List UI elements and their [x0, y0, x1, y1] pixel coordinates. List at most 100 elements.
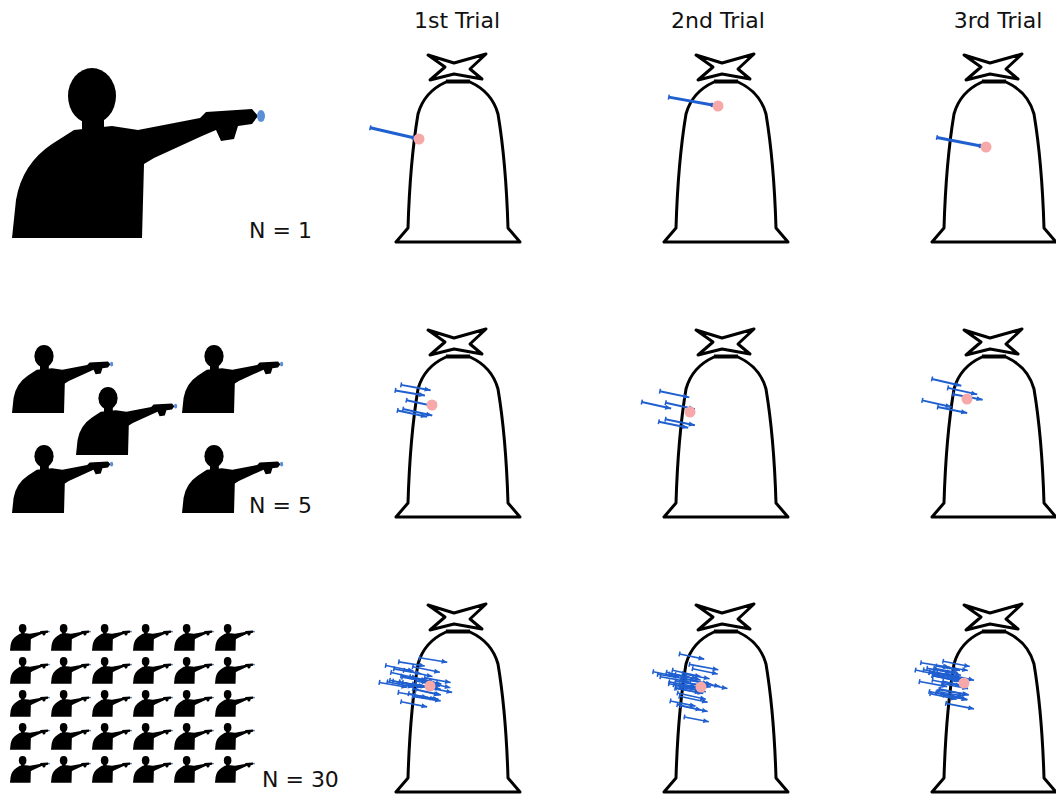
shooters [10, 68, 283, 783]
shooter-silhouette [10, 690, 50, 717]
dart-tip [426, 673, 432, 678]
dart-fletch [418, 655, 420, 660]
shooter-silhouette [10, 756, 50, 783]
target-dot [713, 101, 724, 112]
dart-fletch [400, 382, 402, 387]
shooter-silhouette [215, 690, 255, 717]
dart-fletch [918, 679, 920, 684]
bag-knot [428, 329, 486, 356]
dart-fletch [943, 664, 945, 669]
shooter-silhouette [174, 657, 214, 684]
dart-fletch [940, 687, 941, 692]
dart [936, 135, 986, 148]
sandbag [932, 329, 1056, 517]
bag-knot [696, 329, 754, 356]
dart-tip [702, 708, 708, 713]
bag-body [932, 357, 1056, 517]
column-header: 1st Trial [414, 10, 500, 32]
dart-tip [408, 667, 414, 672]
dart [692, 666, 718, 675]
bag-knot [696, 604, 754, 631]
shooter-silhouette [133, 756, 173, 783]
bag-body [664, 632, 788, 792]
dart-tip [682, 424, 688, 429]
dart-tip [419, 392, 425, 397]
dart [939, 687, 968, 696]
sandbag [664, 54, 788, 242]
dart [684, 715, 709, 724]
dart-fletch [385, 663, 387, 668]
sandbag [664, 604, 788, 792]
dart-tip [434, 691, 440, 696]
target-dot [981, 142, 992, 153]
dart-fletch [670, 698, 671, 703]
dart-tip [962, 696, 968, 701]
dart [658, 419, 688, 429]
dart-tip [964, 663, 970, 668]
dart-fletch [641, 400, 642, 405]
shooter-silhouette [51, 756, 91, 783]
dart-fletch [673, 682, 674, 687]
dart-tip [698, 656, 704, 661]
dart [412, 664, 440, 673]
bag-knot [964, 329, 1022, 356]
dart-tip [424, 387, 430, 392]
dart-tip [441, 659, 447, 664]
target-dot [959, 678, 970, 689]
dart-fletch [676, 686, 677, 691]
dart-tip [968, 705, 974, 710]
dart-fletch [936, 689, 938, 694]
target-dot [425, 681, 436, 692]
shooter-silhouette [51, 624, 91, 651]
dart-tip [434, 669, 440, 674]
dart-fletch [411, 694, 413, 699]
dart-fletch [391, 670, 392, 675]
dart [419, 655, 447, 663]
sandbag [932, 54, 1056, 242]
dart-fletch [668, 672, 670, 677]
dart-shaft [669, 97, 718, 106]
dart-shaft [937, 138, 986, 147]
dart [922, 398, 952, 408]
dart-fletch [930, 691, 931, 696]
dart [947, 385, 977, 395]
shooter-silhouette [215, 657, 255, 684]
shooter-silhouette [133, 657, 173, 684]
dart-fletch [942, 659, 944, 664]
trial-title: 2nd Trial [671, 8, 765, 33]
shooter-silhouette [12, 445, 113, 513]
shooter-silhouette [51, 657, 91, 684]
shooter-silhouette [92, 657, 132, 684]
dart-tip [712, 670, 718, 675]
dart-fletch [652, 669, 654, 674]
dart-tip [961, 409, 967, 414]
shooter-silhouette [12, 345, 113, 413]
dart-fletch [679, 651, 680, 656]
shooter-silhouette [182, 345, 283, 413]
dart-fletch [945, 701, 947, 706]
shooter-silhouette [215, 756, 255, 783]
dart-fletch [931, 678, 933, 683]
dart-fletch [937, 405, 939, 410]
dart-fletch [401, 675, 403, 680]
dart-fletch [412, 664, 413, 669]
dart [689, 662, 718, 671]
dart [659, 389, 689, 399]
shooter-count: N = 30 [262, 767, 339, 792]
bag-knot [428, 604, 486, 631]
bags [396, 54, 1056, 792]
dart [398, 659, 424, 667]
dart-fletch [406, 398, 407, 403]
dart-tip [963, 691, 969, 696]
bag-body [396, 82, 520, 242]
target-dot [962, 394, 973, 405]
dart [670, 698, 696, 707]
dart [915, 668, 941, 677]
bag-knot [428, 54, 486, 81]
dart-fletch [668, 681, 670, 686]
dart [930, 691, 957, 700]
shooter-silhouette [215, 723, 255, 750]
dart-tip [695, 706, 701, 711]
dart-tip [435, 697, 441, 702]
